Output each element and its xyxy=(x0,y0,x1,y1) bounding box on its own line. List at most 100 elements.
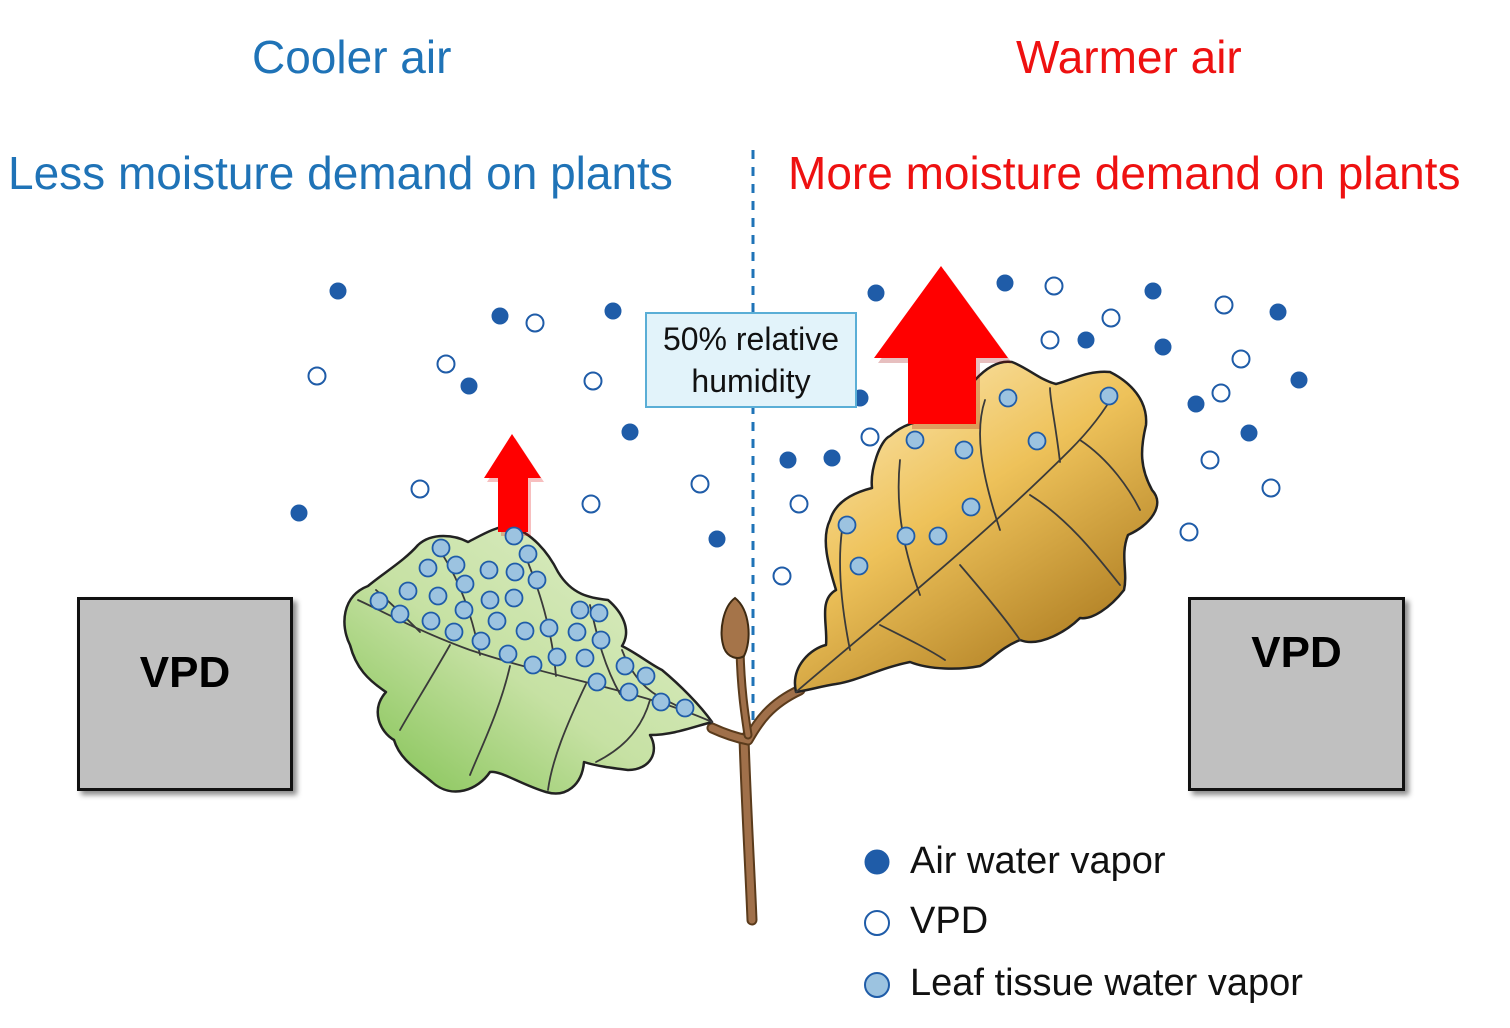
leaf-water-vapor-dot xyxy=(471,631,491,651)
demand-arrow-large xyxy=(874,266,1012,429)
humidity-line-1: 50% relative xyxy=(662,321,840,357)
leaf-water-vapor-dot xyxy=(504,526,524,546)
air-water-vapor-dot xyxy=(604,302,622,320)
vpd-label-warmer: VPD xyxy=(1251,628,1342,677)
leaf-water-vapor-dot xyxy=(570,600,590,620)
brown-leaf xyxy=(793,360,1159,694)
vpd-label-cooler: VPD xyxy=(139,648,231,697)
air-water-vapor-dot xyxy=(1240,424,1258,442)
air-water-vapor-dot xyxy=(1077,331,1095,349)
air-water-vapor-dot xyxy=(823,449,841,467)
vpd-legend-icon xyxy=(864,910,890,936)
air-water-vapor-dot xyxy=(996,274,1014,292)
vpd-dot xyxy=(410,479,430,499)
leaf-water-vapor-dot xyxy=(446,555,466,575)
leaf-water-vapor-dot xyxy=(454,600,474,620)
vpd-dot xyxy=(772,566,792,586)
vpd-box-warmer: VPD xyxy=(1188,597,1405,791)
air-water-vapor-dot xyxy=(621,423,639,441)
leaf-water-vapor-dot xyxy=(619,682,639,702)
stem xyxy=(706,645,806,926)
air-vapor-legend-icon xyxy=(864,849,890,875)
leaf-water-vapor-dot xyxy=(421,611,441,631)
air-water-vapor-dot xyxy=(779,451,797,469)
bud xyxy=(720,596,750,659)
vpd-dot xyxy=(1261,478,1281,498)
legend-air-water-vapor: Air water vapor xyxy=(910,840,1166,882)
cooler-air-title: Cooler air xyxy=(252,31,452,83)
vpd-dot xyxy=(583,371,603,391)
leaf-water-vapor-dot xyxy=(515,621,535,641)
leaf-water-vapor-dot xyxy=(431,538,451,558)
leaf-water-vapor-dot xyxy=(567,622,587,642)
leaf-water-vapor-dot xyxy=(636,666,656,686)
leaf-water-vapor-dot xyxy=(369,591,389,611)
leaf-water-vapor-dot xyxy=(1027,431,1047,451)
air-water-vapor-dot xyxy=(491,307,509,325)
legend-leaf-tissue-water-vapor: Leaf tissue water vapor xyxy=(910,962,1303,1004)
leaf-water-vapor-dots xyxy=(369,386,1119,718)
leaf-water-vapor-dot xyxy=(615,656,635,676)
vpd-dot xyxy=(1044,276,1064,296)
vpd-dot xyxy=(436,354,456,374)
relative-humidity-box: 50% relative humidity xyxy=(645,312,857,408)
vpd-dot xyxy=(690,474,710,494)
leaf-vapor-legend-icon xyxy=(864,972,890,998)
air-water-vapor-dot xyxy=(1290,371,1308,389)
vpd-dot xyxy=(307,366,327,386)
leaf-water-vapor-dot xyxy=(849,556,869,576)
leaf-water-vapor-dot xyxy=(961,497,981,517)
leaf-water-vapor-dot xyxy=(480,590,500,610)
vpd-dot xyxy=(1101,308,1121,328)
air-water-vapor-dot xyxy=(1269,303,1287,321)
less-demand-subtitle: Less moisture demand on plants xyxy=(8,147,673,199)
air-water-vapor-dot xyxy=(460,377,478,395)
vpd-box-cooler: VPD xyxy=(77,597,293,791)
air-water-vapor-dot xyxy=(867,284,885,302)
leaf-water-vapor-dot xyxy=(398,581,418,601)
leaf-water-vapor-dot xyxy=(498,644,518,664)
leaf-water-vapor-dot xyxy=(954,440,974,460)
leaf-water-vapor-dot xyxy=(518,544,538,564)
vpd-dot xyxy=(1231,349,1251,369)
air-water-vapor-dot xyxy=(708,530,726,548)
leaf-water-vapor-dot xyxy=(587,672,607,692)
air-water-vapor-dot xyxy=(1144,282,1162,300)
vpd-dot xyxy=(1214,295,1234,315)
legend-vpd: VPD xyxy=(910,900,989,942)
leaf-water-vapor-dot xyxy=(1099,386,1119,406)
legend-icons xyxy=(864,849,890,998)
humidity-line-2: humidity xyxy=(691,363,811,399)
leaf-water-vapor-dot xyxy=(591,630,611,650)
leaf-water-vapor-dot xyxy=(390,604,410,624)
vpd-dot xyxy=(1040,330,1060,350)
vpd-dot xyxy=(525,313,545,333)
leaf-water-vapor-dot xyxy=(651,692,671,712)
leaf-water-vapor-dot xyxy=(575,648,595,668)
vpd-dot xyxy=(1211,383,1231,403)
vpd-dot xyxy=(1200,450,1220,470)
leaf-water-vapor-dot xyxy=(837,515,857,535)
vpd-dot xyxy=(1179,522,1199,542)
air-water-vapor-dots xyxy=(290,274,1308,548)
leaf-water-vapor-dot xyxy=(539,618,559,638)
leaf-water-vapor-dot xyxy=(527,570,547,590)
leaf-water-vapor-dot xyxy=(928,526,948,546)
air-water-vapor-dot xyxy=(1154,338,1172,356)
leaf-water-vapor-dot xyxy=(444,622,464,642)
leaf-water-vapor-dot xyxy=(505,562,525,582)
leaf-water-vapor-dot xyxy=(504,588,524,608)
air-water-vapor-dot xyxy=(290,504,308,522)
vpd-dot xyxy=(581,494,601,514)
demand-arrow-small xyxy=(484,434,544,536)
vpd-dot xyxy=(789,494,809,514)
more-demand-subtitle: More moisture demand on plants xyxy=(788,147,1461,199)
air-water-vapor-dot xyxy=(1187,395,1205,413)
leaf-water-vapor-dot xyxy=(428,586,448,606)
leaf-water-vapor-dot xyxy=(523,655,543,675)
air-water-vapor-dot xyxy=(329,282,347,300)
leaf-water-vapor-dot xyxy=(487,611,507,631)
leaf-water-vapor-dot xyxy=(455,574,475,594)
warmer-air-title: Warmer air xyxy=(1016,31,1242,83)
leaf-water-vapor-dot xyxy=(905,430,925,450)
